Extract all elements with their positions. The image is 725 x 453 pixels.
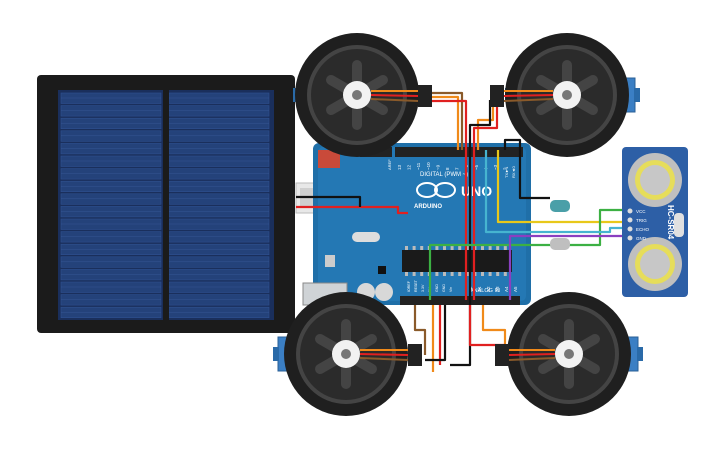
digital-pin-label: 8 <box>445 167 450 170</box>
analog-pin-label: A4 <box>504 286 509 292</box>
solar-panel-icon[interactable] <box>37 75 295 333</box>
digital-pin-label: ~10 <box>426 162 431 170</box>
wire-black-panel <box>296 195 362 207</box>
arduino-brand: ARDUINO <box>414 204 442 210</box>
wire-red-servo-br <box>468 305 505 347</box>
analog-header-label: ANALOG IN <box>470 288 500 294</box>
sensor-pin[interactable] <box>627 235 633 241</box>
sensor-pins: VCC TRIG ECHO GND <box>627 208 650 241</box>
servo-connector <box>495 344 509 366</box>
servo-connector <box>490 85 504 107</box>
sensor-model-label: HC-SR04 <box>666 205 675 240</box>
digital-pin-label: ~3 <box>493 164 498 170</box>
wire-red-servo-tr <box>472 100 499 300</box>
wire-purple <box>508 234 630 300</box>
analog-pin-label: A3 <box>495 286 500 292</box>
sensor-pin-label: GND <box>636 236 647 241</box>
power-pin-label: IOREF <box>407 280 411 292</box>
wire-yellow-trig <box>496 150 630 224</box>
sensor-pin-label: TRIG <box>636 218 647 223</box>
power-pin-label: RESET <box>414 279 418 292</box>
digital-pin-label: ~5 <box>474 164 479 170</box>
wire-black-servo-bl <box>425 305 447 362</box>
wheels <box>273 33 643 416</box>
servo-wheel[interactable] <box>273 292 422 416</box>
digital-header-label: DIGITAL (PWM ~) <box>420 172 468 178</box>
power-pin-label: GND <box>435 284 439 292</box>
servo-wheel[interactable] <box>490 33 640 157</box>
power-pin-label: Vin <box>449 287 453 292</box>
solar-panel-cells <box>60 92 270 319</box>
servo-wheel[interactable] <box>293 33 432 157</box>
wires <box>296 91 630 372</box>
led-icon[interactable] <box>550 200 570 212</box>
power-pin-label: 3.3V <box>421 284 425 292</box>
rx-label: RX◄0 <box>511 165 516 178</box>
servo-connector <box>408 344 422 366</box>
sensor-pin[interactable] <box>627 226 633 232</box>
led-icon[interactable] <box>550 238 570 250</box>
analog-pin-label: A2 <box>486 286 491 292</box>
sensor-pin-label: VCC <box>636 209 646 214</box>
aref-label: AREF <box>387 159 392 170</box>
analog-pin-label: A1 <box>477 286 482 292</box>
digital-pin-label: 13 <box>397 164 402 170</box>
wire-red-servo-tl <box>432 99 468 300</box>
analog-pin-label: A5 <box>513 286 518 292</box>
wire-black-servo-tr <box>450 100 492 367</box>
digital-pin-label: ~9 <box>435 164 440 170</box>
wire-orange-servo-tl <box>432 95 460 150</box>
wire-red-panel <box>296 205 408 215</box>
digital-pin-label: 2 <box>503 167 508 170</box>
digital-pin-label: 12 <box>407 164 412 170</box>
wire-cyan-echo <box>484 150 630 234</box>
digital-pin-label: ~11 <box>416 162 421 170</box>
tx-label: TX►1 <box>504 166 509 178</box>
wire-black-gnd <box>503 138 550 200</box>
servo-connector <box>418 85 432 107</box>
sensor-pin-label: ECHO <box>636 227 650 232</box>
wire-brown-servo-bl <box>413 305 427 355</box>
sensor-pin[interactable] <box>627 217 633 223</box>
wire-orange-servo-br <box>481 305 507 355</box>
arduino-logo: UNO <box>461 183 492 199</box>
power-pin-label: GND <box>442 284 446 292</box>
wire-green-vcc <box>428 208 630 300</box>
servo-wheel[interactable] <box>495 292 643 416</box>
digital-pin-label: 7 <box>455 167 460 170</box>
sensor-pin[interactable] <box>627 208 633 214</box>
ultrasonic-sensor[interactable]: VCC TRIG ECHO GND <box>622 147 688 297</box>
wire-brown-servo-tl <box>432 91 464 150</box>
wire-orange-servo-tr <box>476 100 495 150</box>
